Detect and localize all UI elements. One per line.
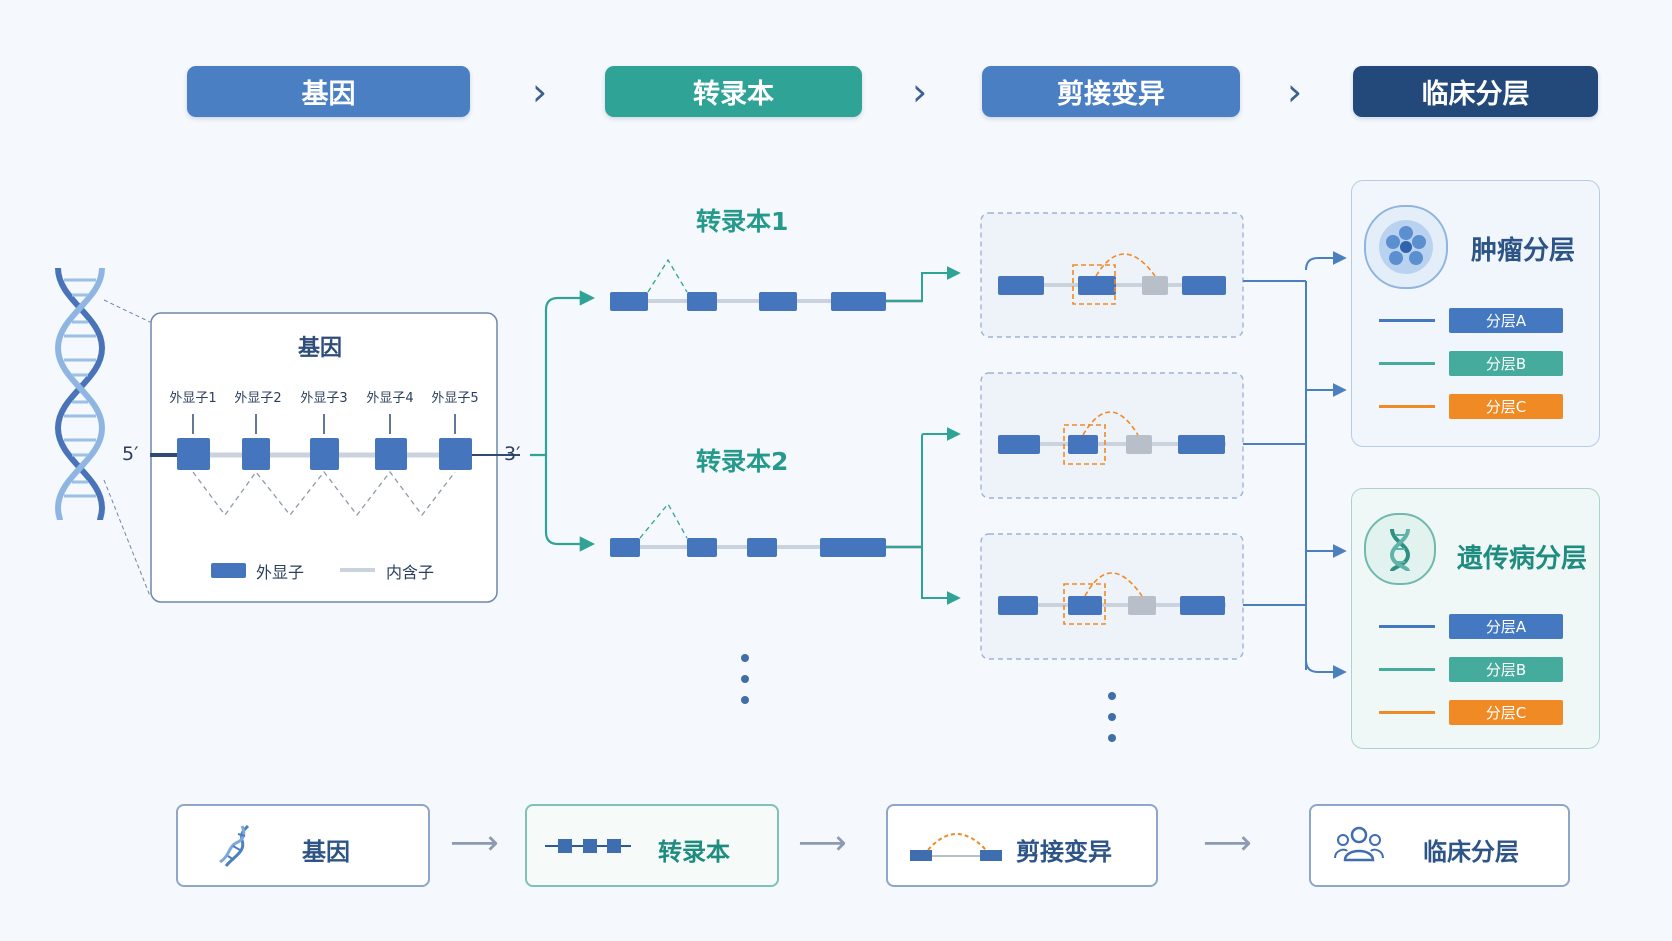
- legend-intron-label: 内含子: [386, 563, 435, 582]
- summary-splicing-card: 剪接变异: [886, 804, 1158, 887]
- chevron-right-icon: ›: [1287, 70, 1303, 114]
- more-transcripts-dots: [741, 654, 749, 717]
- exon-label-3: 外显子3: [300, 391, 348, 406]
- genetic-disease-stratification-card: 遗传病分层 分层A 分层B 分层C: [1351, 488, 1600, 749]
- three-prime-label: 3′: [504, 443, 521, 465]
- arrow-right-icon: ⟶: [450, 823, 499, 863]
- exon-label-4: 外显子4: [366, 391, 414, 406]
- summary-clinical-label: 临床分层: [1423, 838, 1519, 866]
- tumor-cell-icon: [1364, 205, 1448, 289]
- arrow-right-icon: ⟶: [1203, 823, 1252, 863]
- splicing-icon: [910, 833, 1002, 861]
- legend-exon-label: 外显子: [256, 563, 305, 582]
- summary-transcript-label: 转录本: [658, 838, 730, 866]
- tumor-tier-c: 分层C: [1449, 394, 1563, 419]
- tier-a-line: [1379, 625, 1435, 628]
- tumor-stratification-card: 肿瘤分层 分层A 分层B 分层C: [1351, 180, 1600, 447]
- tumor-tier-a: 分层A: [1449, 308, 1563, 333]
- genetic-disease-stratification-title: 遗传病分层: [1457, 544, 1588, 574]
- summary-gene-label: 基因: [302, 838, 350, 866]
- genetic-tier-a: 分层A: [1449, 614, 1563, 639]
- more-variants-dots: [1108, 692, 1116, 755]
- dna-icon: [1364, 513, 1436, 585]
- chevron-right-icon: ›: [532, 70, 548, 114]
- tier-b-line: [1379, 668, 1435, 671]
- genetic-tier-b: 分层B: [1449, 657, 1563, 682]
- tier-b-line: [1379, 362, 1435, 365]
- summary-transcript-card: 转录本: [525, 804, 779, 887]
- header-step-clinical: 临床分层: [1353, 66, 1598, 117]
- header-step-splicing: 剪接变异: [982, 66, 1240, 117]
- dna-helix-icon: [54, 267, 106, 521]
- dna-icon: [219, 824, 250, 867]
- exon-label-2: 外显子2: [234, 391, 282, 406]
- transcript-2-label: 转录本2: [696, 447, 789, 476]
- summary-clinical-card: 临床分层: [1309, 804, 1570, 887]
- exon-label-1: 外显子1: [169, 391, 217, 406]
- tier-c-line: [1379, 711, 1435, 714]
- chevron-right-icon: ›: [912, 70, 928, 114]
- tumor-tier-b: 分层B: [1449, 351, 1563, 376]
- summary-splicing-label: 剪接变异: [1016, 838, 1112, 866]
- tier-c-line: [1379, 405, 1435, 408]
- summary-gene-card: 基因: [176, 804, 430, 887]
- header-step-transcript: 转录本: [605, 66, 862, 117]
- five-prime-label: 5′: [122, 443, 139, 465]
- transcript-icon: [545, 839, 631, 853]
- header-step-gene: 基因: [187, 66, 470, 117]
- tumor-stratification-title: 肿瘤分层: [1471, 236, 1576, 266]
- gene-box-title: 基因: [297, 336, 342, 361]
- arrow-right-icon: ⟶: [798, 823, 847, 863]
- exon-label-5: 外显子5: [431, 391, 479, 406]
- transcript-1-label: 转录本1: [696, 207, 789, 236]
- genetic-tier-c: 分层C: [1449, 700, 1563, 725]
- patients-group-icon: [1334, 826, 1384, 862]
- tier-a-line: [1379, 319, 1435, 322]
